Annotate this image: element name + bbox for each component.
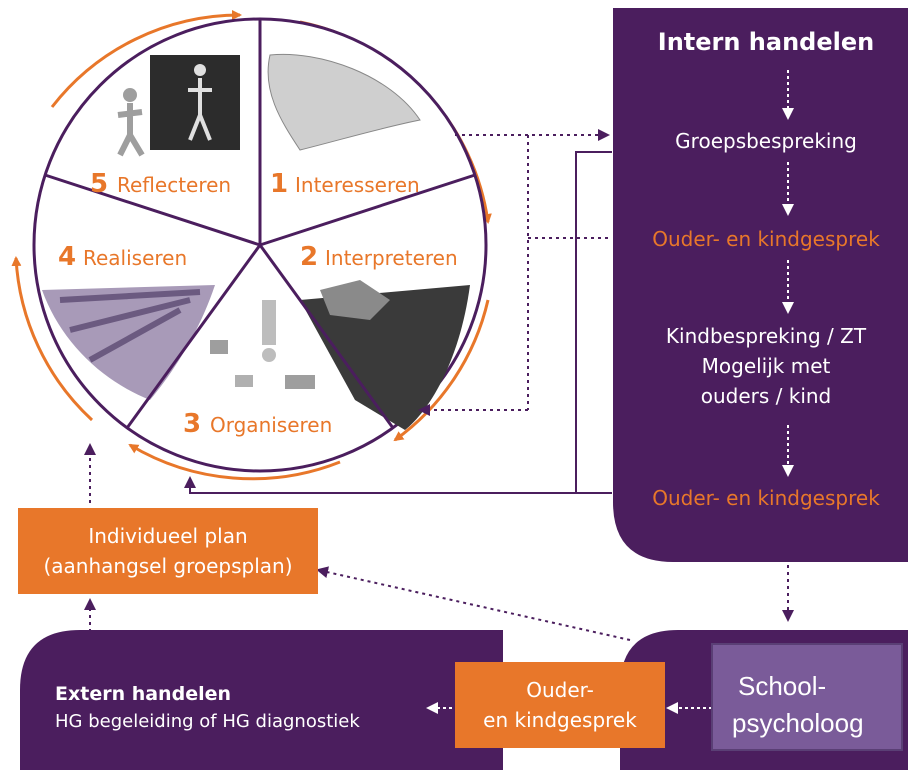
segment-5-number: 5 bbox=[90, 169, 108, 199]
intern-handelen-panel: Intern handelen Groepsbespreking Ouder- … bbox=[613, 8, 908, 562]
segment-4-label: Realiseren bbox=[83, 246, 187, 270]
intern-step-kindbespreking: Kindbespreking / ZT bbox=[666, 324, 867, 348]
schoolpsycholoog-box: School- psycholoog bbox=[711, 643, 903, 751]
intern-step-mogelijk-met: Mogelijk met bbox=[702, 354, 831, 378]
intern-step-ouder-kindgesprek-2: Ouder- en kindgesprek bbox=[652, 486, 880, 510]
ouder-kindgesprek-box: Ouder- en kindgesprek bbox=[455, 662, 665, 748]
extern-subtitle: HG begeleiding of HG diagnostiek bbox=[55, 711, 360, 732]
cycle-arrow-left bbox=[11, 256, 94, 422]
photo-blocks-icon bbox=[210, 300, 315, 389]
gesprek-line-1: Ouder- bbox=[526, 678, 594, 702]
intern-step-ouder-kindgesprek-1: Ouder- en kindgesprek bbox=[652, 227, 880, 251]
photo-puzzle-icon bbox=[300, 280, 470, 430]
photo-reflection-icon bbox=[117, 55, 240, 157]
extern-handelen-panel: Extern handelen HG begeleiding of HG dia… bbox=[20, 630, 503, 770]
segment-4-number: 4 bbox=[58, 242, 76, 272]
segment-5-label: Reflecteren bbox=[117, 173, 231, 197]
plan-line-1: Individueel plan bbox=[88, 524, 247, 548]
intern-step-groepsbespreking: Groepsbespreking bbox=[675, 129, 857, 153]
photo-hand-icon bbox=[267, 53, 421, 151]
cycle-arrow-top bbox=[50, 10, 242, 108]
cycle-arrow-bottom bbox=[128, 443, 341, 481]
segment-1-number: 1 bbox=[270, 169, 288, 199]
psycholoog-line-2: psycholoog bbox=[732, 708, 864, 738]
photo-hands-icon bbox=[42, 285, 215, 400]
connectors bbox=[84, 129, 794, 641]
segment-3-number: 3 bbox=[183, 409, 201, 439]
segment-2-label: Interpreteren bbox=[325, 246, 458, 270]
plan-line-2: (aanhangsel groepsplan) bbox=[43, 554, 292, 578]
intern-title: Intern handelen bbox=[658, 28, 874, 56]
intern-step-ouders-kind: ouders / kind bbox=[701, 384, 832, 408]
gesprek-line-2: en kindgesprek bbox=[483, 708, 637, 732]
segment-3-label: Organiseren bbox=[210, 413, 332, 437]
segment-2-number: 2 bbox=[300, 242, 318, 272]
segment-1-label: Interesseren bbox=[295, 173, 420, 197]
psycholoog-line-1: School- bbox=[738, 671, 826, 701]
cycle-arrow-bottom-right bbox=[393, 299, 490, 442]
extern-title: Extern handelen bbox=[55, 683, 231, 705]
cycle-circle: 1 Interesseren 2 Interpreteren 3 Organis… bbox=[32, 17, 488, 473]
individueel-plan-box: Individueel plan (aanhangsel groepsplan) bbox=[18, 508, 318, 594]
